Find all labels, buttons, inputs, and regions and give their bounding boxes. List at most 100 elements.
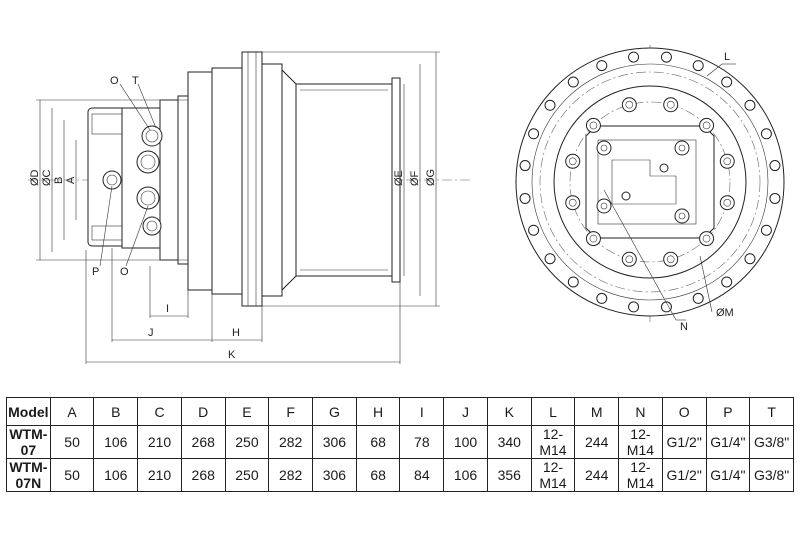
bolt-hole bbox=[692, 60, 704, 72]
table-cell: 84 bbox=[399, 458, 445, 492]
bolt-hole-inner bbox=[702, 121, 711, 130]
column-header: A bbox=[49, 397, 95, 426]
bolt-hole bbox=[519, 192, 531, 204]
bolt-hole-inner bbox=[589, 234, 598, 243]
bolt-hole-inner bbox=[723, 198, 732, 207]
bolt-hole bbox=[565, 153, 581, 169]
bolt-hole bbox=[585, 231, 601, 247]
label-j: J bbox=[148, 327, 154, 339]
column-header: G bbox=[312, 397, 357, 426]
column-header: N bbox=[618, 397, 663, 426]
bolt-hole bbox=[596, 292, 608, 304]
table-cell: 268 bbox=[180, 425, 226, 459]
label-p: P bbox=[92, 266, 99, 278]
table-cell: G3/8" bbox=[749, 458, 794, 492]
table-cell: 100 bbox=[443, 425, 488, 459]
table-cell: 306 bbox=[312, 425, 357, 459]
bolt-hole bbox=[744, 253, 756, 265]
table-cell: 50 bbox=[49, 458, 95, 492]
table-cell: 12-M14 bbox=[530, 458, 576, 492]
bolt-hole bbox=[628, 301, 640, 313]
bolt-hole bbox=[544, 253, 556, 265]
bolt-hole bbox=[565, 195, 581, 211]
bolt-hole bbox=[567, 276, 579, 288]
outer-bolt-holes bbox=[519, 51, 781, 313]
table-cell: 268 bbox=[180, 458, 226, 492]
table-cell: 250 bbox=[224, 425, 270, 459]
bolt-hole bbox=[719, 195, 735, 211]
table-cell: 210 bbox=[137, 425, 182, 459]
table-cell: 12-M14 bbox=[618, 458, 663, 492]
bolt-hole bbox=[769, 160, 781, 172]
label-m: ØM bbox=[716, 307, 734, 319]
table-cell: 106 bbox=[93, 425, 139, 459]
bolt-hole-inner bbox=[625, 100, 634, 109]
bolt-hole-inner bbox=[625, 255, 634, 264]
bolt-hole bbox=[721, 76, 733, 88]
label-l: L bbox=[724, 51, 730, 63]
column-header: E bbox=[224, 397, 270, 426]
table-cell: 12-M14 bbox=[530, 425, 576, 459]
label-k: K bbox=[228, 349, 236, 361]
table-cell: 250 bbox=[224, 458, 270, 492]
bolt-hole-inner bbox=[568, 198, 577, 207]
label-g: ØG bbox=[425, 169, 437, 186]
table-cell: 244 bbox=[574, 425, 620, 459]
column-header: M bbox=[574, 397, 620, 426]
table-cell: 306 bbox=[312, 458, 357, 492]
table-cell: 12-M14 bbox=[618, 425, 663, 459]
table-cell: 244 bbox=[574, 458, 620, 492]
table-cell: 78 bbox=[399, 425, 445, 459]
table-cell: 68 bbox=[355, 425, 401, 459]
bolt-hole bbox=[699, 231, 715, 247]
column-header: L bbox=[530, 397, 576, 426]
label-f: ØF bbox=[409, 170, 421, 186]
table-cell: 340 bbox=[486, 425, 532, 459]
bolt-hole-inner bbox=[589, 121, 598, 130]
column-header: B bbox=[93, 397, 139, 426]
table-cell: 282 bbox=[268, 458, 314, 492]
label-t: T bbox=[132, 75, 139, 87]
label-b: B bbox=[53, 177, 65, 184]
bolt-hole bbox=[663, 97, 679, 113]
bolt-hole bbox=[544, 99, 556, 111]
column-header: Model bbox=[6, 397, 51, 426]
bolt-hole bbox=[628, 51, 640, 63]
table-cell: 356 bbox=[486, 458, 532, 492]
column-header: T bbox=[749, 397, 794, 426]
table-cell: G1/4" bbox=[705, 458, 751, 492]
bolt-hole bbox=[769, 192, 781, 204]
column-header: P bbox=[705, 397, 751, 426]
table-cell: G1/2" bbox=[661, 425, 707, 459]
bolt-hole bbox=[760, 128, 772, 140]
bolt-hole-inner bbox=[568, 157, 577, 166]
column-header: K bbox=[486, 397, 532, 426]
bolt-hole bbox=[596, 60, 608, 72]
table-cell: 68 bbox=[355, 458, 401, 492]
table-cell: 106 bbox=[443, 458, 488, 492]
bolt-hole bbox=[660, 51, 672, 63]
bolt-hole bbox=[699, 117, 715, 133]
side-view: O T P O ØD ØC B A ØE ØF ØG I J H K bbox=[28, 51, 470, 364]
bolt-hole bbox=[719, 153, 735, 169]
label-h: H bbox=[232, 327, 240, 339]
bolt-hole bbox=[660, 301, 672, 313]
front-view: L N ØM bbox=[515, 45, 785, 333]
bolt-hole bbox=[528, 128, 540, 140]
label-o-bottom: O bbox=[120, 266, 129, 278]
column-header: J bbox=[443, 397, 488, 426]
label-a: A bbox=[65, 176, 77, 184]
label-c: ØC bbox=[41, 169, 53, 186]
table-cell: 50 bbox=[49, 425, 95, 459]
bolt-hole-inner bbox=[723, 157, 732, 166]
bolt-hole bbox=[744, 99, 756, 111]
bolt-hole bbox=[621, 97, 637, 113]
column-header: D bbox=[180, 397, 226, 426]
table-cell: G1/2" bbox=[661, 458, 707, 492]
bolt-hole bbox=[760, 224, 772, 236]
